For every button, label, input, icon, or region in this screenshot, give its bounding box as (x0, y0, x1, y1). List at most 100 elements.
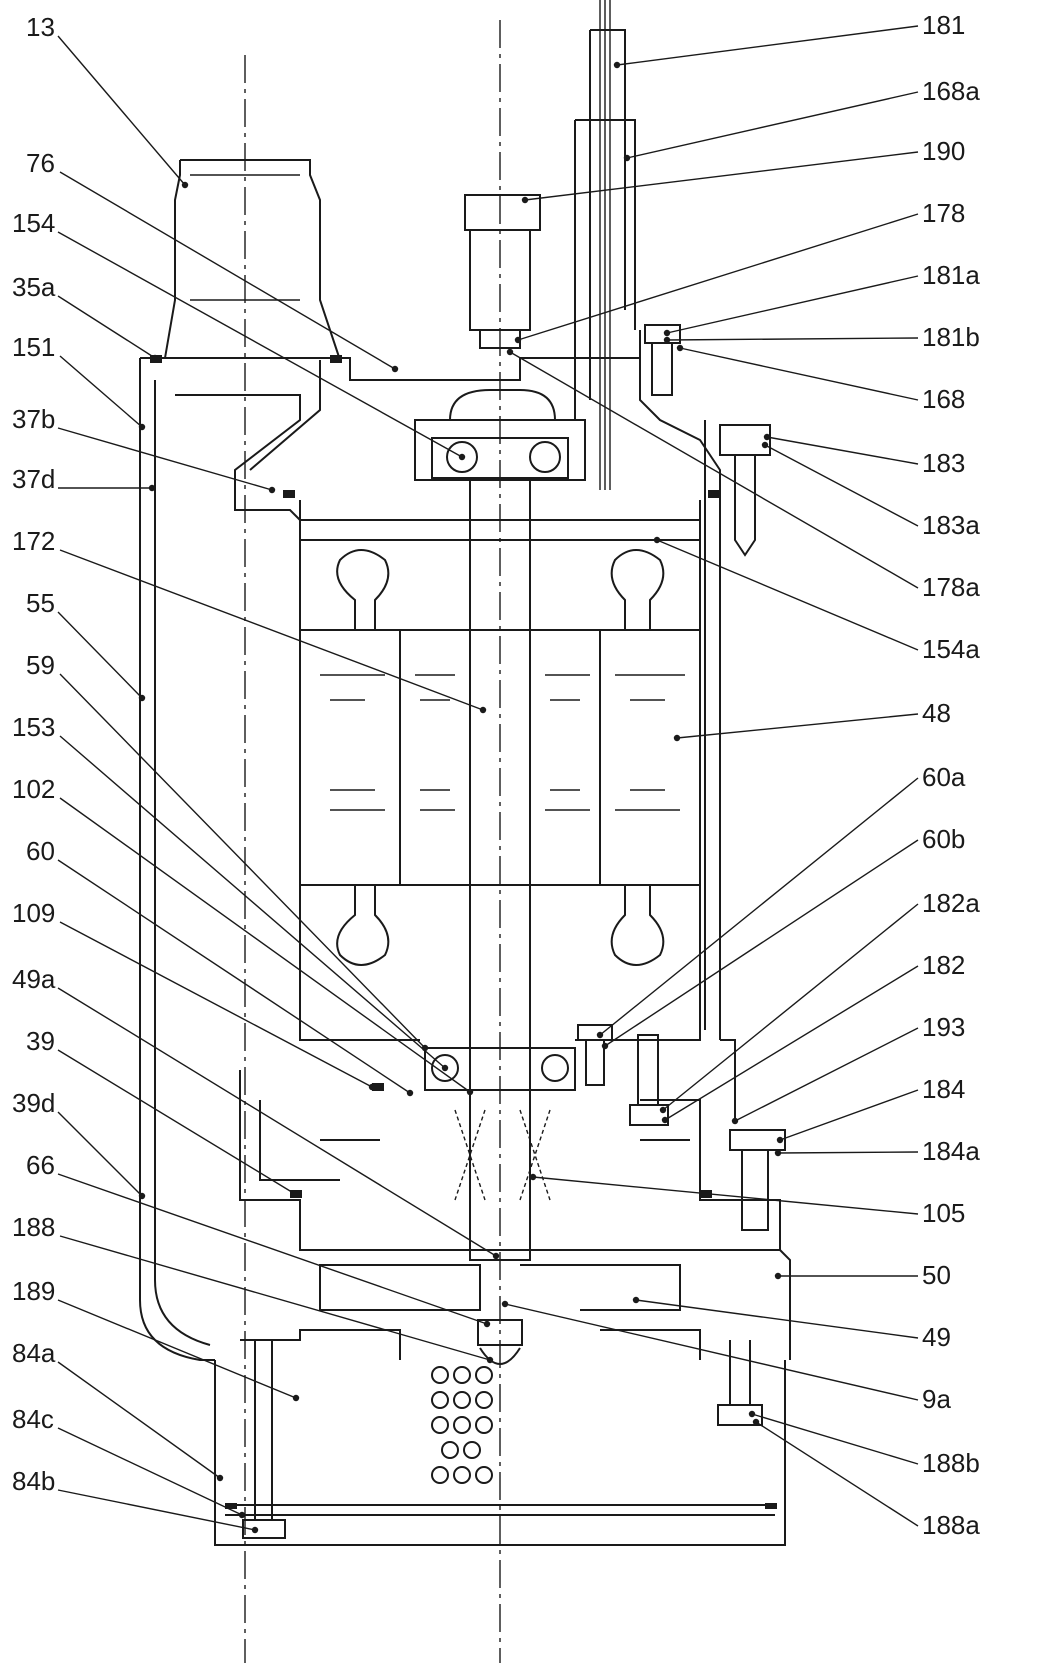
leader-188 (59, 1235, 491, 1361)
part-label-188b: 188b (922, 1448, 980, 1478)
lower-bearing-ball-right (541, 1054, 569, 1082)
leader-184 (779, 1089, 919, 1141)
leader-188b (751, 1413, 919, 1465)
bolt-182 (629, 1034, 669, 1126)
leader-109 (59, 921, 373, 1088)
part-label-76: 76 (26, 148, 55, 178)
part-label-183: 183 (922, 448, 965, 478)
housing-bolt-183 (719, 424, 771, 557)
part-label-184: 184 (922, 1074, 965, 1104)
upper-bearing (431, 437, 569, 479)
part-label-182a: 182a (922, 888, 980, 918)
end-winding-top-left (336, 549, 390, 630)
leader-154 (57, 231, 463, 458)
part-label-13: 13 (26, 12, 55, 42)
part-label-49a: 49a (12, 964, 56, 994)
cable-tube (574, 29, 636, 420)
leader-182 (664, 965, 919, 1121)
part-label-181b: 181b (922, 322, 980, 352)
leader-184a (777, 1151, 919, 1154)
seal-housing (239, 1070, 781, 1251)
part-label-109: 109 (12, 898, 55, 928)
leader-9a (504, 1303, 919, 1401)
end-winding-bottom-right (610, 885, 665, 966)
leader-84c (57, 1427, 243, 1516)
part-label-178a: 178a (922, 572, 980, 602)
part-label-188: 188 (12, 1212, 55, 1242)
part-label-189: 189 (12, 1276, 55, 1306)
lower-bearing (424, 1047, 576, 1091)
leader-60a (599, 777, 919, 1036)
leader-189 (57, 1299, 297, 1399)
part-label-188a: 188a (922, 1510, 980, 1540)
leader-39d (57, 1111, 143, 1197)
part-label-105: 105 (922, 1198, 965, 1228)
right-part-labels: 181 168a 190 178 181a 181b 168 183 183a … (922, 10, 980, 1540)
part-label-154: 154 (12, 208, 55, 238)
part-label-84b: 84b (12, 1466, 55, 1496)
part-label-168a: 168a (922, 76, 980, 106)
part-label-37d: 37d (12, 464, 55, 494)
leader-66 (57, 1173, 488, 1325)
upper-bearing-ball-left (446, 441, 478, 473)
leader-183 (766, 436, 919, 465)
part-label-178: 178 (922, 198, 965, 228)
leader-39 (57, 1049, 296, 1195)
leader-105 (532, 1176, 919, 1215)
motor-shaft (469, 479, 531, 1261)
part-label-153: 153 (12, 712, 55, 742)
leader-76 (59, 171, 396, 370)
part-label-49: 49 (922, 1322, 951, 1352)
pump-casing (214, 1249, 791, 1546)
part-label-39: 39 (26, 1026, 55, 1056)
leader-84b (57, 1489, 256, 1531)
base-bolt-left (242, 1340, 286, 1539)
bolt-184 (729, 1129, 786, 1231)
part-label-168: 168 (922, 384, 965, 414)
part-label-37b: 37b (12, 404, 55, 434)
flow-channel (175, 360, 321, 521)
leader-60b (604, 839, 919, 1047)
leader-48 (676, 713, 919, 739)
cable-gland-cap (464, 194, 541, 331)
leader-lines (57, 25, 919, 1531)
part-label-50: 50 (922, 1260, 951, 1290)
discharge-nozzle-inner (190, 174, 300, 301)
part-label-39d: 39d (12, 1088, 55, 1118)
seal-ring-37b-right (708, 490, 720, 498)
leader-154a (656, 539, 919, 651)
pump-drawing (139, 0, 791, 1663)
end-winding-bottom-left (336, 885, 390, 966)
part-label-84c: 84c (12, 1404, 54, 1434)
cover-bolt-head (644, 324, 681, 344)
leader-dots (138, 61, 784, 1534)
leader-190 (524, 151, 919, 201)
part-label-55: 55 (26, 588, 55, 618)
part-label-181a: 181a (922, 260, 980, 290)
leader-59 (59, 673, 426, 1049)
strainer-screen (225, 1366, 775, 1516)
left-part-labels: 13 76 154 35a 151 37b 37d 172 55 59 153 … (12, 12, 56, 1496)
leader-178a (509, 351, 919, 589)
part-label-9a: 9a (922, 1384, 951, 1414)
lower-bearing-ball-left (431, 1054, 459, 1082)
leader-193 (734, 1027, 919, 1122)
part-label-60: 60 (26, 836, 55, 866)
discharge-nozzle (164, 159, 341, 361)
upper-bearing-housing (414, 389, 586, 481)
outer-casing (139, 357, 640, 1361)
cable-wires (599, 0, 611, 490)
part-label-181: 181 (922, 10, 965, 40)
leader-49 (635, 1299, 919, 1339)
part-label-59: 59 (26, 650, 55, 680)
leader-102 (59, 797, 471, 1093)
leader-178 (517, 213, 919, 341)
upper-bearing-ball-right (529, 441, 561, 473)
leader-182a (662, 903, 919, 1111)
impeller (319, 1264, 681, 1311)
part-label-84a: 84a (12, 1338, 56, 1368)
cover-bolt-shank (651, 343, 673, 396)
leader-168a (626, 91, 919, 159)
seal-ring-37b (283, 490, 295, 498)
